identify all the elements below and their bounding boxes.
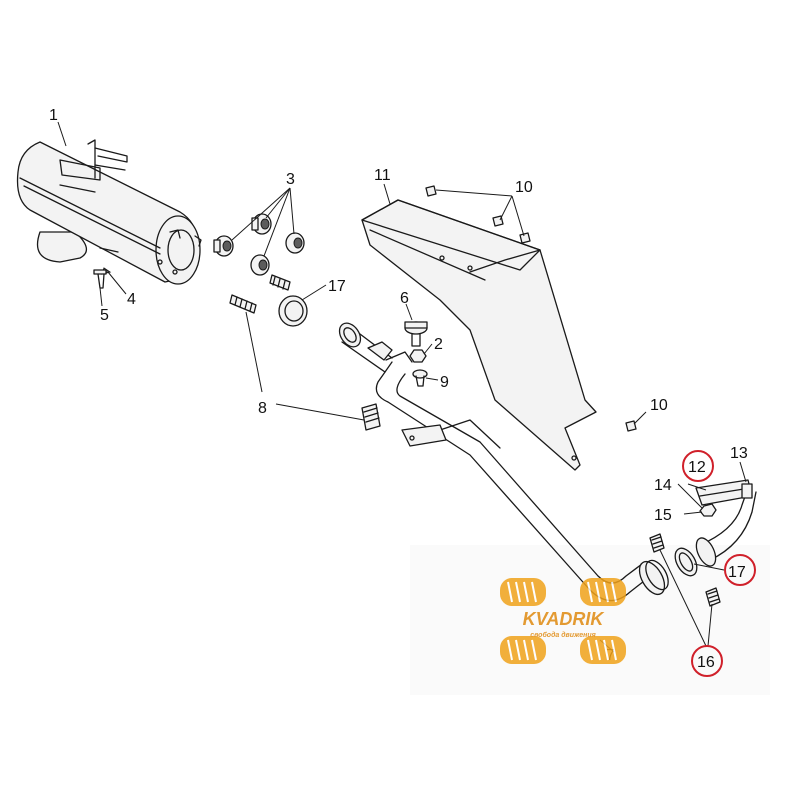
kvadrik-watermark-logo: KVADRIK свобода движения	[500, 578, 626, 664]
leader-lines	[57, 121, 747, 653]
watermark-brand: KVADRIK	[523, 609, 606, 629]
callout-16: 16	[697, 654, 715, 671]
mounting-bolt-part	[404, 321, 428, 347]
exhaust-port-pipe-part	[695, 487, 757, 567]
callout-5: 5	[100, 307, 109, 324]
spring-part	[229, 294, 257, 314]
muffler-part	[16, 139, 202, 285]
callout-15: 15	[654, 507, 672, 524]
spring-part	[361, 403, 381, 431]
callout-14: 14	[654, 477, 672, 494]
spring-part	[649, 533, 665, 553]
callout-labels: 1 2 3 4 5 6 7 8 9 10 10 11 12 13 14 15 1…	[49, 107, 748, 671]
callout-9: 9	[440, 374, 449, 391]
bolt-part	[425, 185, 437, 197]
tire-icon	[500, 578, 546, 606]
callout-3: 3	[286, 171, 295, 188]
callout-10: 10	[515, 179, 533, 196]
tire-icon	[580, 636, 626, 664]
gasket-part	[674, 547, 698, 577]
watermark-tagline: свобода движения	[530, 631, 596, 639]
bolt-part	[93, 269, 107, 289]
callout-1: 1	[49, 107, 58, 124]
callout-13: 13	[730, 445, 748, 462]
flange-part	[741, 483, 753, 499]
callout-6: 6	[400, 290, 409, 307]
gasket-part	[278, 295, 308, 327]
highlight-circle-12	[682, 450, 714, 482]
heat-shield-part	[361, 199, 597, 471]
highlight-circle-17	[724, 554, 756, 586]
nut-part	[409, 349, 427, 363]
callout-11: 11	[374, 167, 391, 184]
grommets-part	[213, 213, 305, 276]
highlight-circle-16	[691, 645, 723, 677]
tire-icon	[580, 578, 626, 606]
callout-8: 8	[258, 400, 267, 417]
callout-4: 4	[127, 291, 136, 308]
spring-part	[269, 274, 291, 291]
callout-17: 17	[328, 278, 346, 295]
bolt-part	[625, 420, 637, 432]
tire-icon	[500, 636, 546, 664]
flange-nut-part	[699, 503, 717, 517]
callout-17: 17	[728, 564, 746, 581]
bolt-part	[519, 232, 531, 244]
callout-12: 12	[688, 459, 706, 476]
callout-2: 2	[434, 336, 443, 353]
bolt-part	[412, 369, 428, 387]
callout-10: 10	[650, 397, 668, 414]
spring-part	[705, 587, 721, 607]
